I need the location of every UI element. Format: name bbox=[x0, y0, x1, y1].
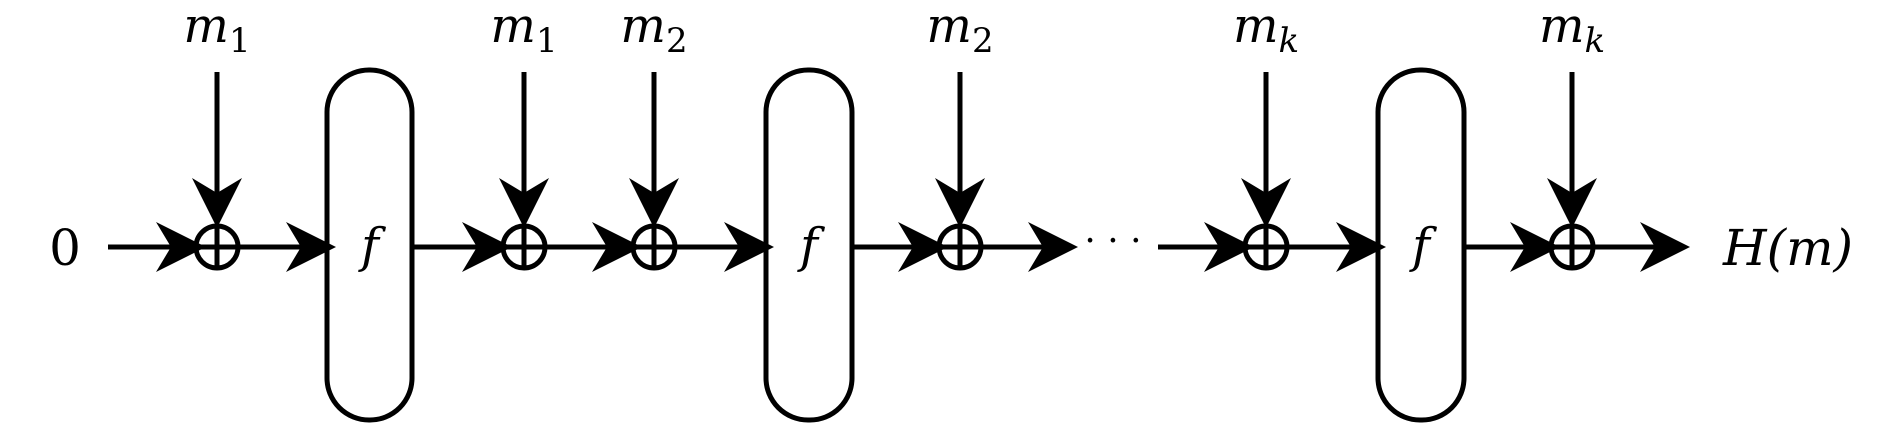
f-block-2: f bbox=[763, 67, 855, 423]
message-label-4: m2 bbox=[926, 0, 993, 61]
xor-node-6: mk bbox=[1539, 0, 1605, 271]
xor-node-3: m2 bbox=[620, 0, 688, 271]
f-block-3: f bbox=[1375, 67, 1467, 423]
f-block-3-label: f bbox=[1409, 218, 1437, 274]
xor-node-1: m1 bbox=[183, 0, 251, 271]
xor-node-4: m2 bbox=[926, 0, 994, 271]
message-label-5: mk bbox=[1233, 0, 1299, 61]
f-block-1: f bbox=[324, 67, 415, 423]
output-label: H(m) bbox=[1722, 219, 1853, 277]
f-block-2-label: f bbox=[797, 218, 825, 274]
f-block-1-label: f bbox=[358, 218, 386, 274]
message-label-3: m2 bbox=[620, 0, 687, 61]
message-label-1: m1 bbox=[183, 0, 250, 61]
xor-node-2: m1 bbox=[490, 0, 558, 271]
f-block-2-shape bbox=[763, 67, 855, 423]
input-zero-label: 0 bbox=[49, 219, 81, 277]
xor-node-5: mk bbox=[1233, 0, 1299, 271]
ellipsis: · · · bbox=[1084, 221, 1141, 262]
f-block-1-shape bbox=[324, 67, 415, 423]
message-label-2: m1 bbox=[490, 0, 557, 61]
message-label-6: mk bbox=[1539, 0, 1605, 61]
f-block-3-shape bbox=[1375, 67, 1467, 423]
